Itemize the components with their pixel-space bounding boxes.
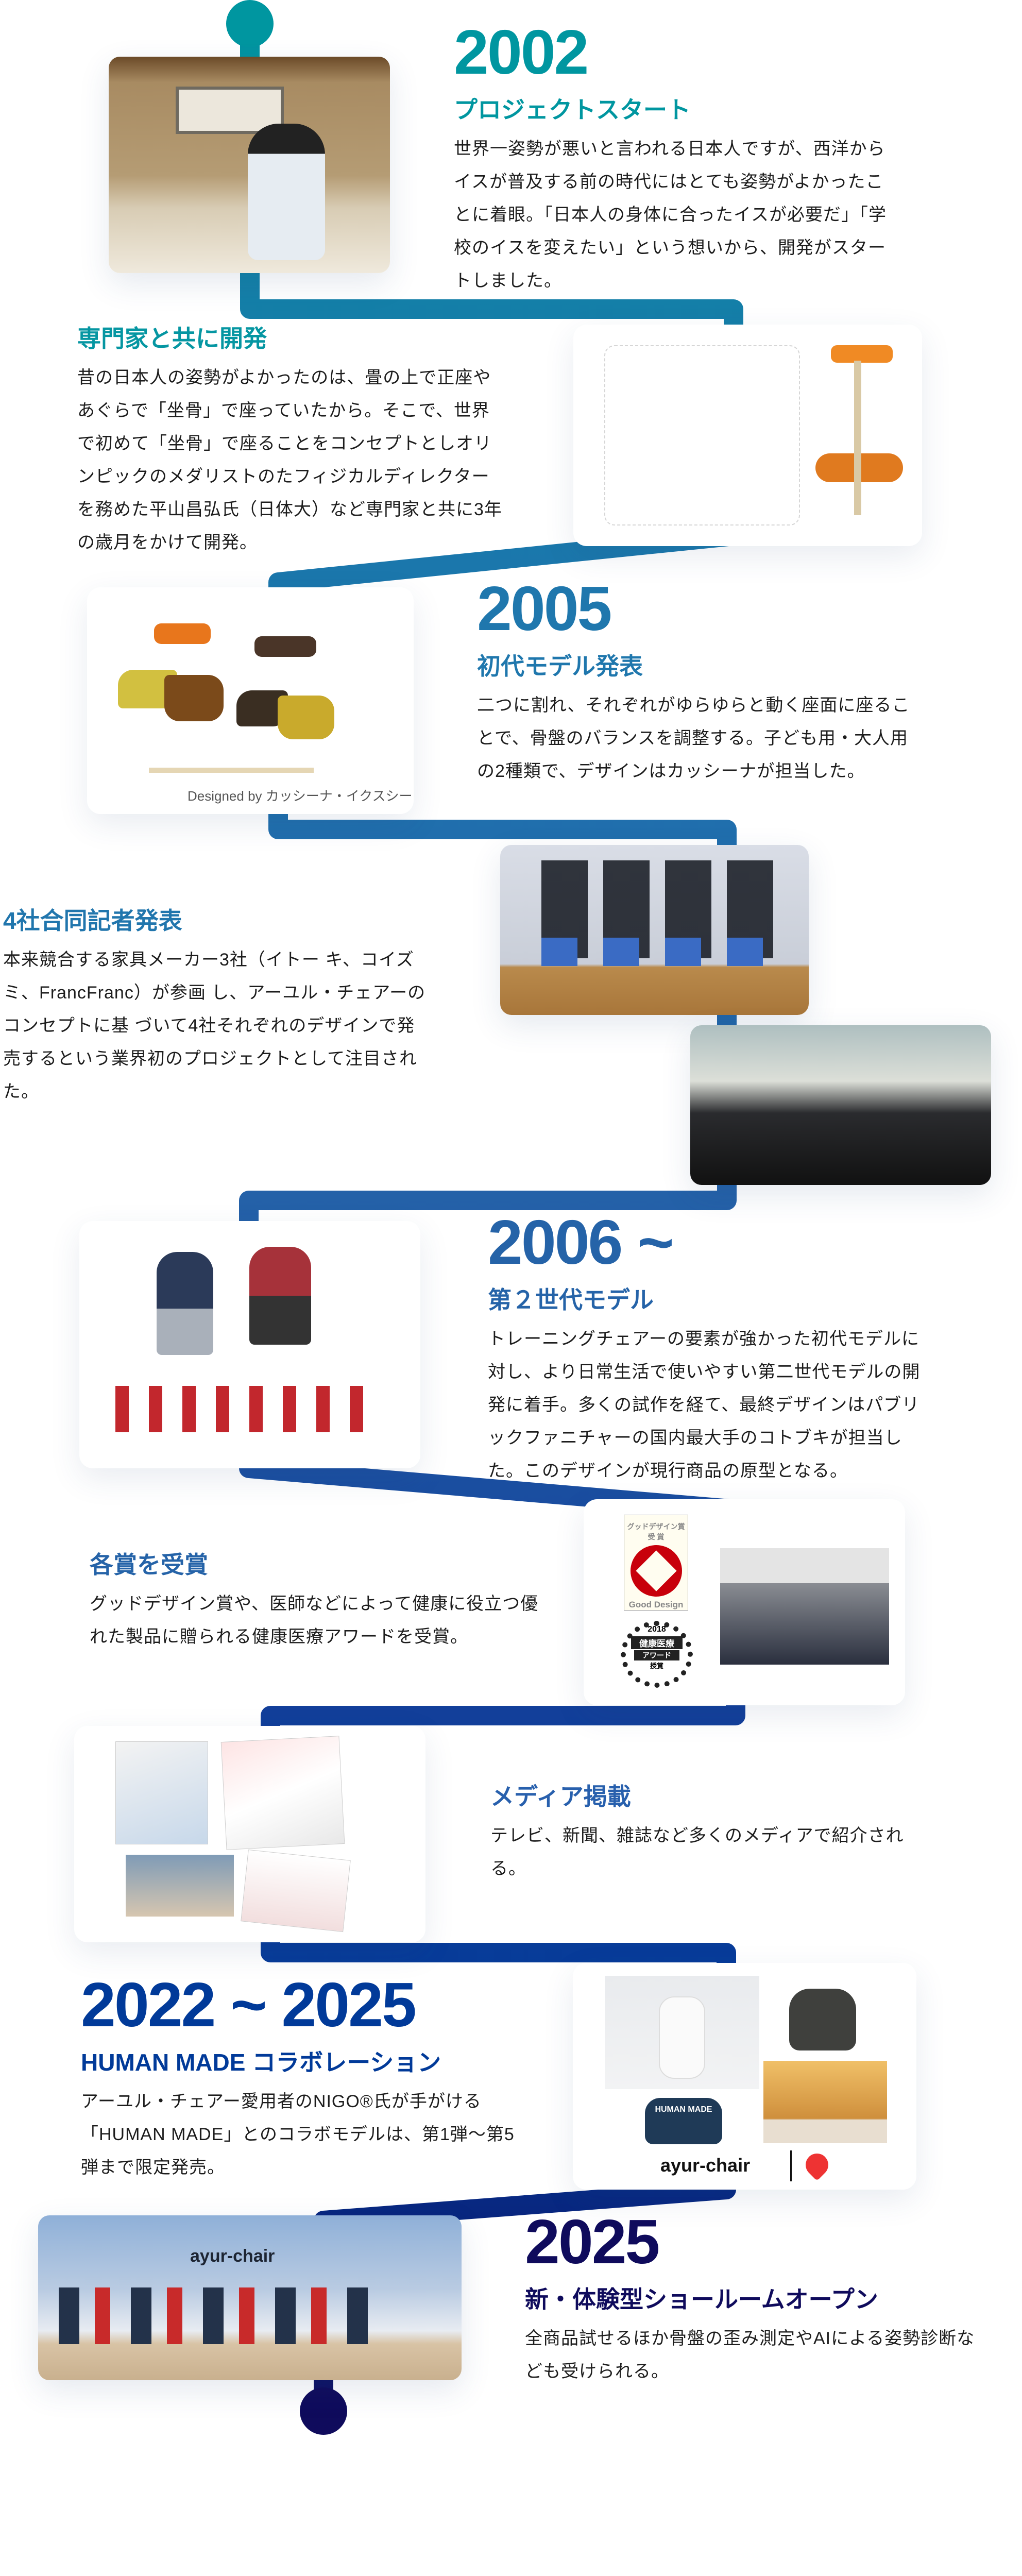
award-name: 健康医療 (631, 1636, 683, 1649)
media-coverage-card (74, 1726, 425, 1942)
g-mark-icon (630, 1545, 682, 1597)
tv-screenshot (126, 1855, 234, 1917)
history-timeline-page: 2002 プロジェクトスタート 世界一姿勢が悪いと言われる日本人ですが、西洋から… (3, 0, 991, 2435)
year-label: 2022 ~ 2025 (81, 1970, 417, 2040)
logo-divider (790, 2150, 792, 2181)
milestone-title: HUMAN MADE コラボレーション (81, 2049, 441, 2076)
tatami-room-photo (763, 2061, 887, 2143)
magazine-spread (241, 1849, 351, 1933)
yellow-seat-2 (278, 696, 334, 739)
award-year: 2018 (648, 1625, 666, 1634)
milestone-expert-development: 専門家と共に開発 昔の日本人の姿勢がよかったのは、畳の上で正座やあぐらで「坐骨」… (77, 325, 505, 559)
chair-legs (149, 721, 314, 773)
milestone-title: 新・体験型ショールームオープン (525, 2286, 878, 2313)
kimono-figure (248, 124, 325, 260)
brown-backrest (254, 636, 316, 657)
milestone-title: 各賞を受賞 (90, 1551, 208, 1578)
timeline-start-dot (226, 0, 274, 47)
milestone-body: アーユル・チェアー愛用者のNIGO®氏が手がける「HUMAN MADE」とのコラ… (81, 2092, 515, 2178)
zaisu-chair-photo (789, 1989, 856, 2050)
chair-frame (854, 361, 861, 515)
milestone-body: 昔の日本人の姿勢がよかったのは、畳の上で正座やあぐらで「坐骨」で座っていたから。… (77, 368, 502, 553)
orange-backrest (154, 623, 211, 644)
magazine-cover-2 (220, 1736, 345, 1850)
milestone-title: プロジェクトスタート (454, 96, 691, 123)
milestone-2002: 2002 プロジェクトスタート 世界一姿勢が悪いと言われる日本人ですが、西洋から… (454, 21, 892, 297)
timeline-end-dot (300, 2387, 347, 2435)
orange-backrest (831, 345, 893, 363)
navy-hm-chair: HUMAN MADE (645, 2098, 722, 2144)
awards-card: グッドデザイン賞 受 賞 Good Design 2018 健康医療 アワード … (584, 1499, 905, 1705)
human-made-heart-logo (800, 2148, 833, 2181)
milestone-title: 専門家と共に開発 (77, 325, 267, 352)
color-variants-row (115, 1386, 383, 1432)
designer-caption: Designed by カッシーナ・イクスシー (188, 788, 413, 804)
milestone-title: 初代モデル発表 (477, 653, 643, 680)
gd-label-top: グッドデザイン賞 (627, 1522, 685, 1531)
showroom-sign: ayur-chair (190, 2246, 275, 2266)
milestone-joint-press: 4社合同記者発表 本来競合する家具メーカー3社（イトー キ、コイズミ、Franc… (3, 907, 427, 1108)
milestone-body: 本来競合する家具メーカー3社（イトー キ、コイズミ、FrancFranc）が参画… (3, 950, 426, 1102)
year-label: 2002 (454, 17, 589, 87)
milestone-body: 全商品試せるほか骨盤の歪み測定やAIによる姿勢診断なども受けられる。 (525, 2329, 975, 2382)
award-sub2: 授賞 (650, 1662, 663, 1670)
milestone-body: 二つに割れ、それぞれがゆらゆらと動く座面に座ることで、骨盤のバランスを調整する。… (477, 696, 910, 782)
navy-chair (157, 1252, 213, 1355)
chairs-row (541, 938, 778, 966)
milestone-2022-2025: 2022 ~ 2025 HUMAN MADE コラボレーション アーユル・チェア… (81, 1973, 524, 2184)
model-photo (605, 1976, 759, 2089)
red-chair (249, 1247, 311, 1345)
year-label: 2006 ~ (488, 1207, 674, 1277)
health-award-seal: 2018 健康医療 アワード 授賞 (621, 1621, 693, 1688)
milestone-title: 4社合同記者発表 (3, 907, 182, 934)
milestone-awards: 各賞を受賞 グッドデザイン賞や、医師などによって健康に役立つ優れた製品に贈られる… (90, 1551, 548, 1653)
chair-display (59, 2287, 378, 2344)
magazine-cover-1 (115, 1741, 208, 1844)
showroom-photo: ayur-chair (38, 2215, 462, 2380)
milestone-2005: 2005 初代モデル発表 二つに割れ、それぞれがゆらゆらと動く座面に座ることで、… (477, 577, 920, 788)
seiza-woman-photo (109, 57, 390, 273)
gd-label-mid: 受 賞 (648, 1533, 665, 1541)
press-hall-photo (690, 1025, 991, 1185)
milestone-body: 世界一姿勢が悪いと言われる日本人ですが、西洋からイスが普及する前の時代にはとても… (454, 139, 887, 291)
milestone-body: テレビ、新聞、雑誌など多くのメディアで紹介される。 (490, 1826, 904, 1879)
design-sketches-card (573, 325, 922, 546)
milestone-title: メディア掲載 (490, 1783, 631, 1810)
year-label: 2025 (525, 2207, 660, 2277)
sketch-drawings (604, 345, 800, 526)
first-model-card: Designed by カッシーナ・イクスシー (87, 587, 414, 814)
gd-label-bottom: Good Design (628, 1600, 684, 1609)
milestone-media: メディア掲載 テレビ、新聞、雑誌など多くのメディアで紹介される。 (490, 1783, 937, 1885)
award-sub: アワード (634, 1650, 679, 1660)
year-label: 2005 (477, 573, 612, 643)
second-generation-card (79, 1221, 420, 1468)
ayur-chair-logo: ayur-chair (660, 2155, 751, 2176)
four-executives-photo (500, 845, 809, 1015)
milestone-body: トレーニングチェアーの要素が強かった初代モデルに対し、より日常生活で使いやすい第… (488, 1329, 921, 1481)
milestone-2025: 2025 新・体験型ショールームオープン 全商品試せるほか骨盤の歪み測定やAIに… (525, 2210, 979, 2388)
calligraphy-scroll (176, 87, 284, 134)
award-ceremony-photo (720, 1548, 889, 1665)
human-made-collab-card: HUMAN MADE ayur-chair (573, 1963, 916, 2190)
milestone-title: 第２世代モデル (488, 1286, 654, 1313)
good-design-badge: グッドデザイン賞 受 賞 Good Design (624, 1515, 688, 1611)
milestone-body: グッドデザイン賞や、医師などによって健康に役立つ優れた製品に贈られる健康医療アワ… (90, 1594, 539, 1647)
milestone-2006: 2006 ~ 第２世代モデル トレーニングチェアーの要素が強かった初代モデルに対… (488, 1211, 926, 1487)
brown-seat (164, 675, 224, 721)
